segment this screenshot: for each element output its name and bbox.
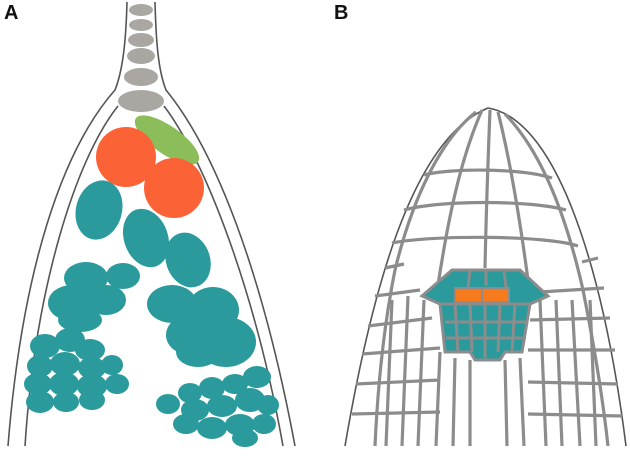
- cell-wall-file: [416, 299, 426, 447]
- teal-cell: [147, 285, 197, 323]
- cell-wall-file: [588, 299, 598, 447]
- niche-wall: [468, 303, 474, 353]
- teal-cell: [58, 308, 102, 332]
- niche-wall: [466, 269, 472, 289]
- stalk-cell: [127, 48, 155, 64]
- teal-cell: [75, 339, 105, 361]
- teal-cell: [207, 395, 237, 417]
- teal-cell: [105, 374, 129, 394]
- panel-label-b: B: [334, 2, 349, 24]
- teal-cell: [199, 377, 225, 399]
- panel-a-outer-outline-right: [154, 1, 296, 447]
- cell-walls: [351, 109, 623, 447]
- cell-wall-radial: [436, 109, 484, 286]
- cell-wall-file: [570, 299, 582, 447]
- teal-cell: [49, 372, 79, 396]
- stem-cell-niche: [419, 268, 551, 362]
- teal-cell: [75, 180, 123, 240]
- cell-wall-short: [529, 316, 611, 322]
- teal-cell: [176, 337, 220, 367]
- stalk-cell: [124, 68, 158, 86]
- teal-cell: [53, 392, 79, 412]
- teal-cell: [173, 414, 199, 434]
- teal-cell: [86, 285, 126, 315]
- cell-wall-file: [400, 295, 410, 447]
- teal-cell: [232, 429, 258, 447]
- cell-wall-short: [581, 256, 599, 264]
- cell-wall-radial: [496, 111, 530, 281]
- cell-wall-short: [361, 346, 441, 356]
- cell-wall-short: [367, 316, 433, 328]
- teal-cell: [78, 357, 106, 379]
- cell-wall-short: [527, 412, 623, 418]
- panel-b-diagram: [344, 107, 627, 447]
- quiescent-cell: [481, 287, 510, 303]
- teal-cell: [27, 355, 53, 377]
- quiescent-cell: [454, 287, 483, 303]
- stalk-cell: [129, 19, 153, 31]
- teal-cell: [252, 414, 276, 434]
- niche-wall: [510, 303, 517, 353]
- cell-wall-short: [351, 410, 441, 416]
- orange-cell: [144, 158, 204, 218]
- stalk-cells: [118, 4, 164, 112]
- teal-cell: [101, 355, 123, 375]
- cell-wall-arc: [423, 168, 553, 180]
- cell-wall-file: [384, 299, 394, 447]
- teal-cell: [24, 373, 52, 395]
- cell-wall-radial: [483, 109, 492, 269]
- cell-wall-file: [538, 299, 548, 447]
- cell-wall-file: [434, 351, 442, 447]
- panel-a-outer-outline: [7, 1, 128, 447]
- cell-wall-arc: [391, 235, 579, 248]
- cell-wall-radial: [373, 110, 477, 447]
- niche-wall: [496, 303, 502, 353]
- cell-wall-file: [503, 359, 509, 447]
- panel-label-a: A: [4, 2, 19, 24]
- teal-cell: [106, 263, 140, 289]
- teal-cell: [178, 383, 202, 403]
- cell-wall-arc: [403, 200, 567, 212]
- root-outline: [344, 107, 627, 447]
- teal-cell: [26, 391, 54, 413]
- niche-wall: [502, 269, 508, 289]
- teal-cell: [50, 352, 80, 376]
- teal-cell: [243, 366, 271, 388]
- cell-wall-file: [518, 357, 526, 447]
- cell-wall-file: [554, 299, 564, 447]
- stalk-cell: [128, 33, 154, 47]
- cell-wall-short: [355, 378, 441, 386]
- teal-cell: [30, 334, 60, 358]
- teal-cell: [222, 374, 248, 394]
- cell-wall-short: [527, 380, 619, 386]
- teal-cell: [122, 208, 170, 268]
- stalk-cell: [129, 4, 153, 16]
- cell-wall-file: [451, 357, 457, 447]
- orange-cell: [96, 127, 156, 187]
- panel-a-diagram: [7, 1, 296, 447]
- cell-wall-short: [374, 288, 421, 298]
- teal-cell: [156, 394, 180, 414]
- teal-cell: [165, 232, 211, 288]
- teal-cells: [24, 180, 279, 447]
- stalk-cell: [118, 90, 164, 112]
- panel-a-inner-outline-right: [163, 105, 284, 447]
- green-cell: [134, 115, 200, 165]
- teal-cell: [197, 417, 227, 439]
- niche-wall: [453, 303, 460, 353]
- teal-cell: [79, 390, 105, 410]
- cell-wall-short: [539, 286, 605, 294]
- niche-walls: [445, 269, 528, 358]
- cell-wall-short: [384, 262, 405, 270]
- teal-cell: [257, 395, 279, 415]
